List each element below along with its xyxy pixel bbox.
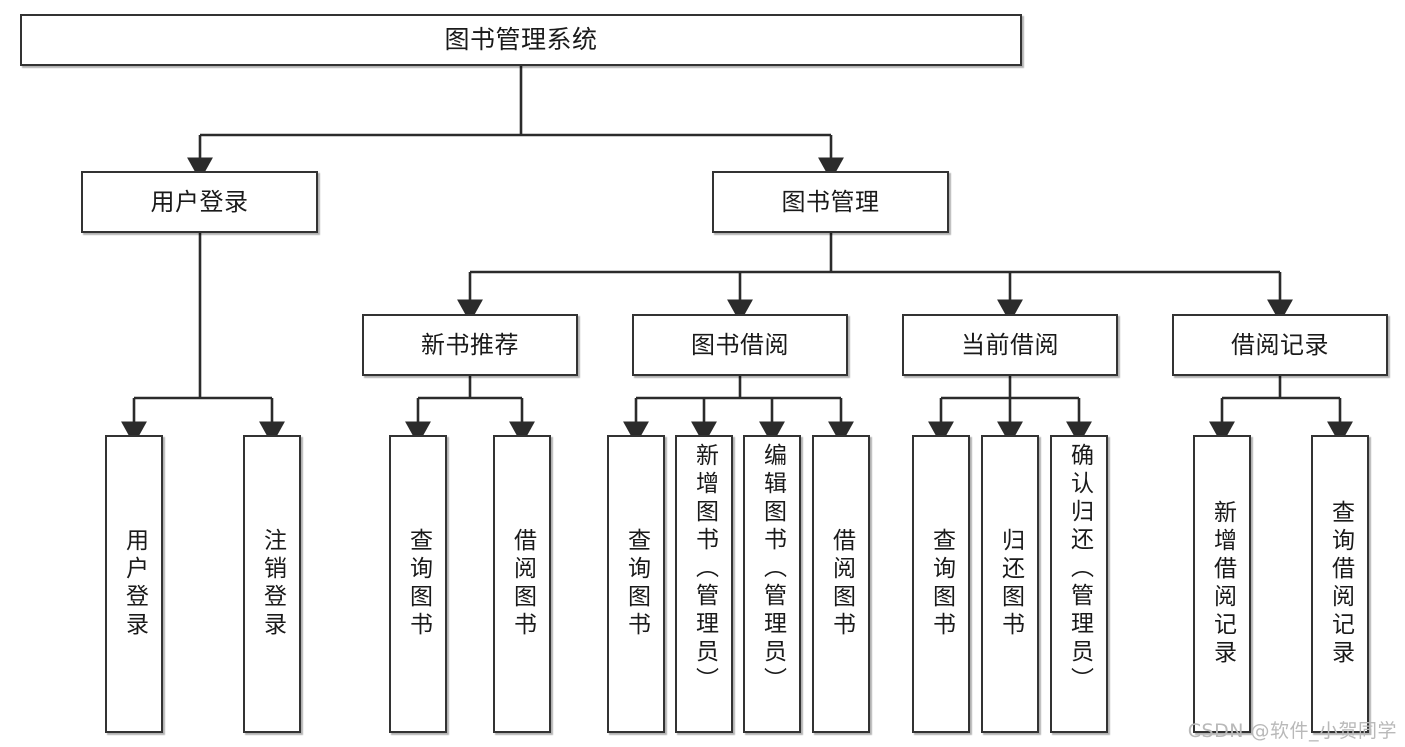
- node-label: 新增借阅记录: [1209, 500, 1236, 668]
- node-label: 查询图书: [928, 528, 955, 640]
- node-label: 注销登录: [259, 528, 286, 640]
- leaf-record-add-borrow-record[interactable]: 新增借阅记录: [1193, 435, 1251, 733]
- node-label: 查询图书: [623, 528, 650, 640]
- leaf-user-login-logout[interactable]: 注销登录: [243, 435, 301, 733]
- node-label: 编辑图书（管理员）: [759, 443, 786, 695]
- leaf-borrow-edit-book-admin[interactable]: 编辑图书（管理员）: [743, 435, 801, 733]
- node-borrow-record[interactable]: 借阅记录: [1172, 314, 1388, 376]
- leaf-current-confirm-return-admin[interactable]: 确认归还（管理员）: [1050, 435, 1108, 733]
- node-label: 用户登录: [150, 187, 249, 216]
- node-current-borrow[interactable]: 当前借阅: [902, 314, 1118, 376]
- node-label: 当前借阅: [961, 330, 1059, 359]
- node-label: 图书借阅: [691, 330, 789, 359]
- leaf-record-query-borrow-record[interactable]: 查询借阅记录: [1311, 435, 1369, 733]
- csdn-watermark: CSDN @软件_小贺同学: [1187, 720, 1397, 742]
- node-label: 新增图书（管理员）: [691, 443, 718, 695]
- leaf-current-query-book[interactable]: 查询图书: [912, 435, 970, 733]
- leaf-borrow-add-book-admin[interactable]: 新增图书（管理员）: [675, 435, 733, 733]
- node-user-login[interactable]: 用户登录: [81, 171, 318, 233]
- leaf-user-login-login[interactable]: 用户登录: [105, 435, 163, 733]
- node-label: 归还图书: [997, 528, 1024, 640]
- node-book-borrow[interactable]: 图书借阅: [632, 314, 848, 376]
- leaf-borrow-query-book[interactable]: 查询图书: [607, 435, 665, 733]
- node-label: 借阅记录: [1231, 330, 1329, 359]
- node-label: 查询图书: [405, 528, 432, 640]
- node-label: 借阅图书: [828, 528, 855, 640]
- leaf-new-book-borrow-book[interactable]: 借阅图书: [493, 435, 551, 733]
- node-label: 新书推荐: [421, 330, 519, 359]
- node-label: 图书管理系统: [444, 25, 598, 54]
- node-label: 借阅图书: [509, 528, 536, 640]
- leaf-current-return-book[interactable]: 归还图书: [981, 435, 1039, 733]
- node-label: 用户登录: [121, 528, 148, 640]
- node-new-book-recommend[interactable]: 新书推荐: [362, 314, 578, 376]
- node-book-management[interactable]: 图书管理: [712, 171, 949, 233]
- node-label: 确认归还（管理员）: [1066, 443, 1093, 695]
- leaf-borrow-borrow-book[interactable]: 借阅图书: [812, 435, 870, 733]
- leaf-new-book-query-book[interactable]: 查询图书: [389, 435, 447, 733]
- node-root-library-system[interactable]: 图书管理系统: [20, 14, 1022, 66]
- node-label: 查询借阅记录: [1327, 500, 1354, 668]
- node-label: 图书管理: [781, 187, 880, 216]
